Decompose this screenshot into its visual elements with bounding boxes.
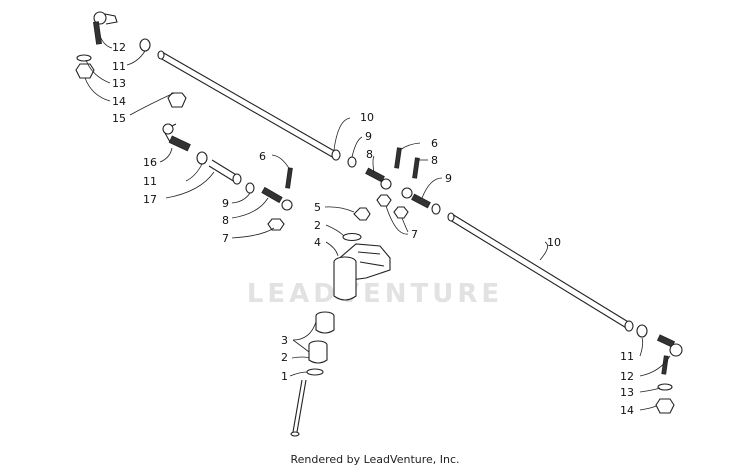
- callout-10-upper: 10: [360, 111, 374, 124]
- callout-13-upper: 13: [112, 77, 126, 90]
- tie-rod-end-upper-left: [75, 11, 151, 79]
- callout-4: 4: [314, 236, 321, 249]
- callout-11-upper: 11: [112, 60, 126, 73]
- callout-16: 16: [143, 156, 157, 169]
- callout-6-left: 6: [259, 150, 266, 163]
- pivot-bushings: [290, 311, 335, 437]
- callout-14-lower: 14: [620, 404, 634, 417]
- center-tie-rod-ends: [347, 147, 441, 219]
- short-tie-rod-assembly: [162, 123, 293, 231]
- render-credit: Rendered by LeadVenture, Inc.: [290, 453, 459, 466]
- callout-6-right: 6: [431, 137, 438, 150]
- tie-rod-end-lower-right: [636, 324, 683, 414]
- tie-rod-lower: [447, 212, 634, 332]
- callout-8-center: 8: [366, 148, 373, 161]
- callout-17: 17: [143, 193, 157, 206]
- callout-10-lower: 10: [547, 236, 561, 249]
- callout-8-right: 8: [431, 154, 438, 167]
- callout-14-upper: 14: [112, 95, 126, 108]
- callout-2-upper: 2: [314, 219, 321, 232]
- nut-15: [167, 92, 187, 108]
- callout-11-middle: 11: [143, 175, 157, 188]
- callout-9-center: 9: [365, 130, 372, 143]
- callout-13-lower: 13: [620, 386, 634, 399]
- callout-labels: 12 11 13 14 15 16 11 17 6 9 8 7 10 9 8 6…: [112, 41, 634, 417]
- tie-rod-upper: [157, 50, 341, 161]
- callout-2-lower: 2: [281, 351, 288, 364]
- callout-3: 3: [281, 334, 288, 347]
- callout-9-right: 9: [445, 172, 452, 185]
- callout-15: 15: [112, 112, 126, 125]
- callout-7-left: 7: [222, 232, 229, 245]
- callout-8-left: 8: [222, 214, 229, 227]
- callout-12-lower: 12: [620, 370, 634, 383]
- callout-7-right: 7: [411, 228, 418, 241]
- callout-5: 5: [314, 201, 321, 214]
- callout-9-left: 9: [222, 197, 229, 210]
- callout-1: 1: [281, 370, 288, 383]
- leader-lines: [84, 35, 671, 411]
- callout-12-upper: 12: [112, 41, 126, 54]
- pivot-arm: [333, 207, 391, 301]
- watermark: LEADVENTURE: [247, 279, 503, 309]
- callout-11-lower: 11: [620, 350, 634, 363]
